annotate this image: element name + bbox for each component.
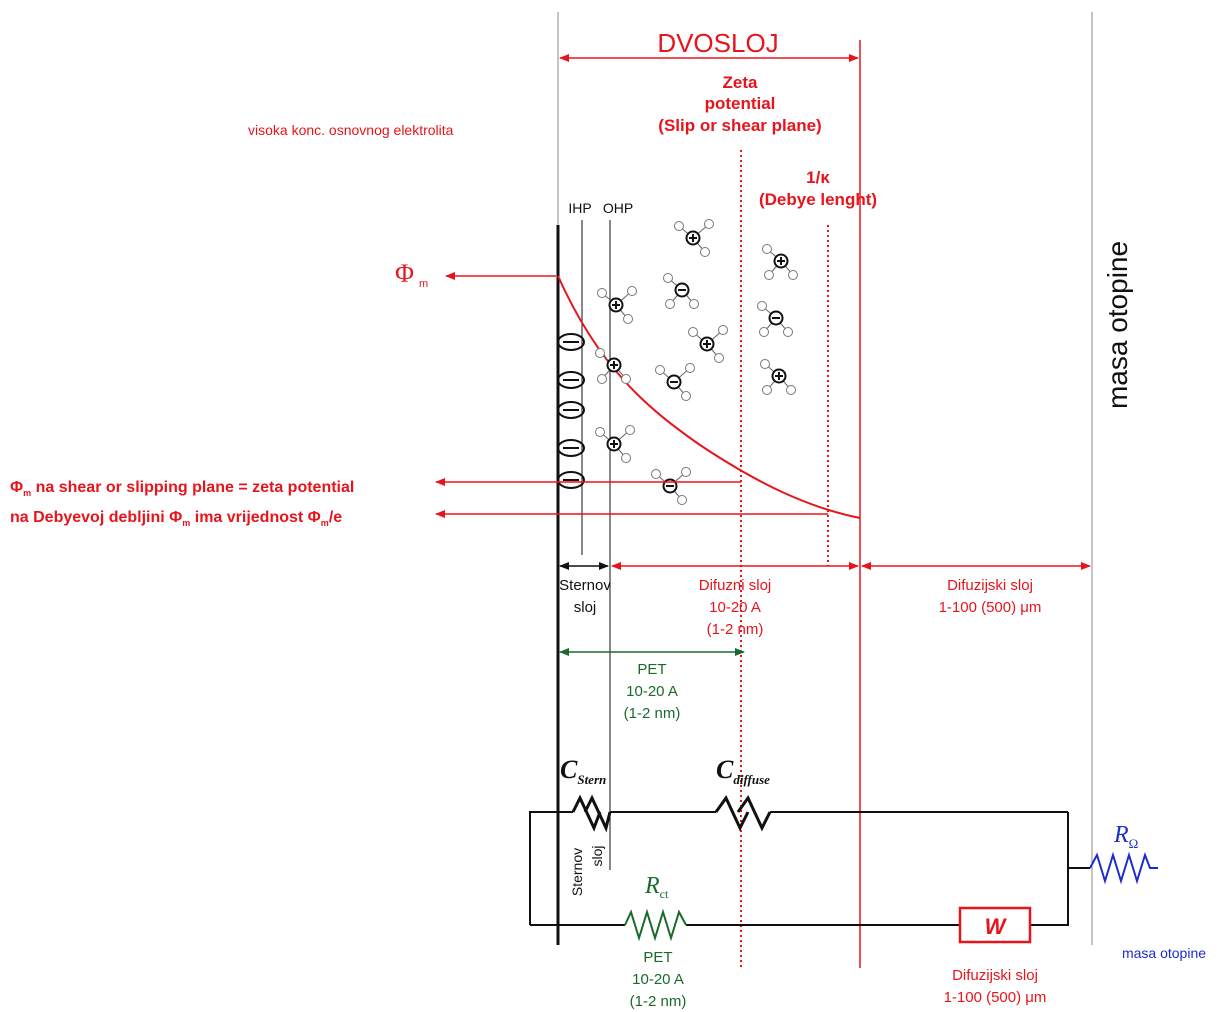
r-ct-resistor <box>624 908 687 942</box>
hydrated-ions <box>595 219 798 505</box>
debye-label-2: (Debye lenght) <box>759 190 877 209</box>
difuzijski-bottom-1: Difuzijski sloj <box>952 967 1038 984</box>
hydrated-ion <box>655 363 695 401</box>
difuzni-label-1: Difuzni sloj <box>699 577 772 594</box>
phi-m-sub: m <box>419 278 428 290</box>
difuzijski-label-2: 1-100 (500) μm <box>939 599 1042 616</box>
sternov-vertical-2: sloj <box>589 845 605 866</box>
pet-bottom-3: (1-2 nm) <box>630 993 687 1010</box>
warburg-element <box>958 906 1032 944</box>
sternov-label-1: Sternov <box>559 577 611 594</box>
c-diffuse-label: Cdiffuse <box>716 755 770 787</box>
zeta-label-1: Zeta <box>723 73 759 92</box>
hydrated-ion <box>760 359 796 395</box>
difuzni-label-3: (1-2 nm) <box>707 621 764 638</box>
hydrated-ion <box>663 273 699 309</box>
hydrated-ion <box>597 286 637 324</box>
ihp-label: IHP <box>568 200 591 216</box>
r-omega-resistor <box>1089 851 1158 885</box>
ohp-label: OHP <box>603 200 633 216</box>
visoka-label: visoka konc. osnovnog elektrolita <box>248 122 454 138</box>
pet-label-2: 10-20 A <box>626 683 678 700</box>
difuzijski-label-1: Difuzijski sloj <box>947 577 1033 594</box>
hydrated-ion <box>595 425 635 463</box>
equivalent-circuit <box>529 811 1090 926</box>
masa-otopine-blue: masa otopine <box>1122 945 1206 961</box>
sternov-label-2: sloj <box>574 599 597 616</box>
masa-otopine-vertical: masa otopine <box>1102 241 1133 409</box>
c-stern-capacitor <box>571 794 612 833</box>
pet-bottom-1: PET <box>643 949 672 966</box>
hydrated-ion <box>757 301 793 337</box>
warburg-label: W <box>985 914 1008 939</box>
hydrated-ion <box>651 467 691 505</box>
hydrated-ion <box>674 219 714 257</box>
hydrated-ion <box>762 244 798 280</box>
potential-curve <box>557 275 861 519</box>
c-diffuse-capacitor <box>714 795 772 832</box>
phi-m-label: Φ <box>395 259 414 288</box>
c-stern-label: CStern <box>560 755 606 787</box>
difuzijski-bottom-2: 1-100 (500) μm <box>944 989 1047 1006</box>
hydrated-ion <box>595 348 631 384</box>
hydrated-ion <box>688 325 728 363</box>
debye-annotation: na Debyevoj debljini Φm ima vrijednost Φ… <box>10 509 342 528</box>
debye-label-1: 1/κ <box>806 168 830 187</box>
pet-label-1: PET <box>637 661 666 678</box>
r-ct-label: Rct <box>644 873 669 901</box>
zeta-label-3: (Slip or shear plane) <box>658 116 821 135</box>
r-omega-label: RΩ <box>1113 822 1138 851</box>
difuzni-label-2: 10-20 A <box>709 599 761 616</box>
pet-bottom-2: 10-20 A <box>632 971 684 988</box>
stern-adsorbed-ions <box>557 333 585 489</box>
sternov-vertical-1: Sternov <box>569 848 585 896</box>
dvosloj-label: DVOSLOJ <box>657 28 778 58</box>
zeta-annotation: Φm na shear or slipping plane = zeta pot… <box>10 479 354 498</box>
pet-label-3: (1-2 nm) <box>624 705 681 722</box>
zeta-label-2: potential <box>705 94 776 113</box>
